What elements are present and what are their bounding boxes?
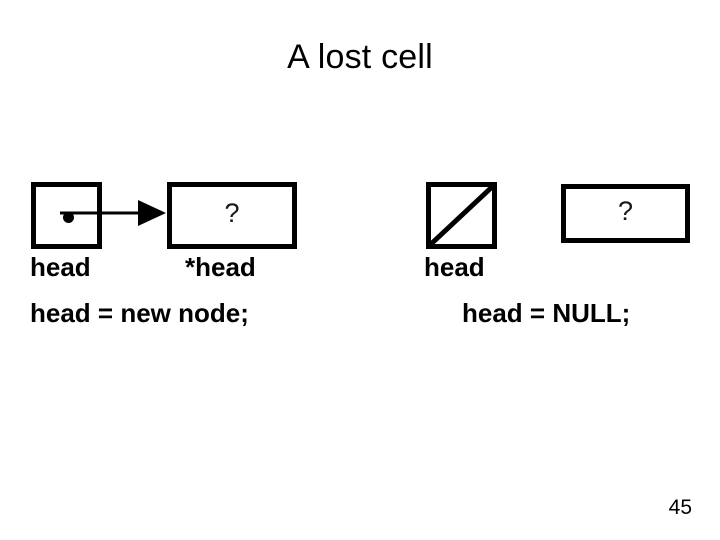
caption-head-new-node: head = new node; xyxy=(30,298,249,328)
null-slash-icon xyxy=(431,187,492,244)
label-head-left: head xyxy=(30,252,91,282)
page-number: 45 xyxy=(668,496,692,519)
head-pointer-box-right xyxy=(426,182,497,249)
caption-head-null: head = NULL; xyxy=(462,298,631,328)
pointer-dot-icon xyxy=(63,212,74,223)
arrow-right-icon xyxy=(60,200,166,226)
label-star-head: *head xyxy=(185,252,256,282)
node-value-unknown: ? xyxy=(224,198,240,228)
star-head-node-box: ? xyxy=(167,182,297,249)
lost-cell-node-box: ? xyxy=(561,184,690,243)
head-pointer-box-left xyxy=(31,182,102,249)
node-value-unknown: ? xyxy=(617,196,634,226)
page-title: A lost cell xyxy=(287,38,433,76)
label-head-right: head xyxy=(424,252,485,282)
